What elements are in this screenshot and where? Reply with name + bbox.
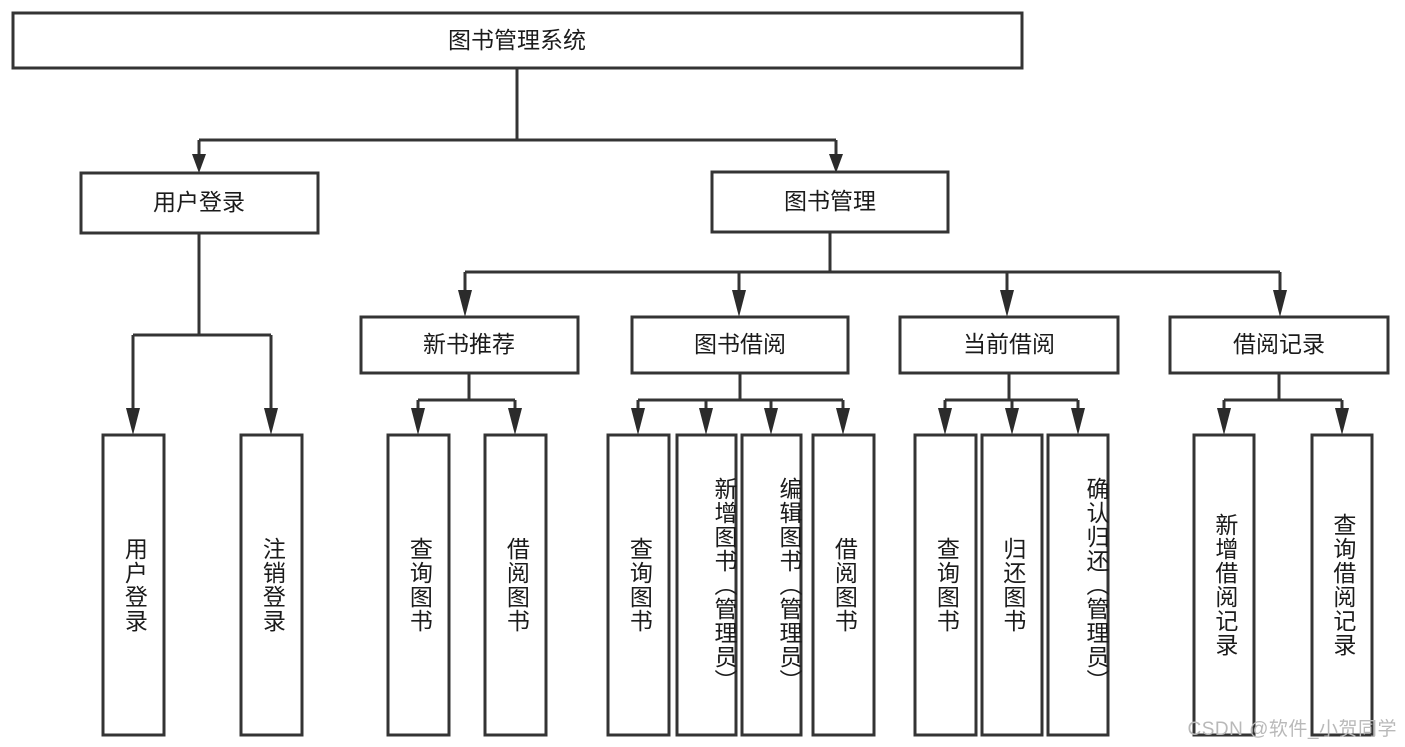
arrow-head-leaf-query-book-1 <box>411 408 425 435</box>
arrow-head-borrow-record <box>1273 290 1287 317</box>
node-current-borrow[interactable] <box>898 315 1120 375</box>
node-root[interactable] <box>11 11 1024 70</box>
arrow-head-leaf-edit-book <box>764 408 778 435</box>
node-leaf-return-book[interactable] <box>980 433 1044 737</box>
arrow-head-current-borrow <box>1000 290 1014 317</box>
arrow-head-leaf-confirm-return <box>1071 408 1085 435</box>
node-current-borrow-label: 当前借阅 <box>963 331 1055 357</box>
node-leaf-query-book-1[interactable] <box>386 433 451 737</box>
node-new-book-recommend[interactable] <box>359 315 580 375</box>
node-leaf-query-borrow-record[interactable] <box>1310 433 1374 737</box>
node-new-book-recommend-label: 新书推荐 <box>423 331 515 357</box>
node-root-label: 图书管理系统 <box>448 27 586 53</box>
node-boxes: 图书管理系统 用户登录 图书管理 新书推荐 图书借阅 当前借阅 借阅记录 <box>11 11 1390 737</box>
node-leaf-add-borrow-record[interactable] <box>1192 433 1256 737</box>
node-user-login-label: 用户登录 <box>153 189 245 215</box>
node-book-manage-label: 图书管理 <box>784 188 876 214</box>
node-book-borrow-label: 图书借阅 <box>694 331 786 357</box>
arrow-head-leaf-borrow-book-1 <box>508 408 522 435</box>
arrow-head-leaf-query-book-2 <box>631 408 645 435</box>
node-leaf-edit-book[interactable] <box>740 433 803 737</box>
arrow-head-leaf-return-book <box>1005 408 1019 435</box>
node-leaf-logout-login[interactable] <box>239 433 304 737</box>
node-leaf-query-book-3[interactable] <box>913 433 978 737</box>
arrow-head-leaf-query-borrow-record <box>1335 408 1349 435</box>
arrow-head-user-login <box>192 154 206 173</box>
node-leaf-borrow-book-1[interactable] <box>483 433 548 737</box>
arrow-head-leaf-borrow-book-2 <box>836 408 850 435</box>
arrow-head-leaf-logout-login <box>264 408 278 435</box>
arrow-head-leaf-add-borrow-record <box>1217 408 1231 435</box>
node-leaf-confirm-return[interactable] <box>1046 433 1110 737</box>
node-book-borrow[interactable] <box>630 315 850 375</box>
node-borrow-record[interactable] <box>1168 315 1390 375</box>
node-leaf-add-book[interactable] <box>675 433 738 737</box>
arrow-head-new-book-recommend <box>458 290 472 317</box>
arrow-head-book-manage <box>829 154 843 173</box>
watermark: CSDN @软件_小贺同学 <box>1187 719 1397 740</box>
arrow-head-leaf-add-book <box>699 408 713 435</box>
node-leaf-query-book-2[interactable] <box>606 433 671 737</box>
node-borrow-record-label: 借阅记录 <box>1233 331 1325 357</box>
node-user-login[interactable] <box>79 171 320 235</box>
node-leaf-borrow-book-2[interactable] <box>811 433 876 737</box>
arrow-heads <box>126 154 1349 435</box>
node-book-manage[interactable] <box>710 170 950 234</box>
node-leaf-user-login[interactable] <box>101 433 166 737</box>
arrow-head-book-borrow <box>732 290 746 317</box>
arrow-head-leaf-user-login <box>126 408 140 435</box>
arrow-head-leaf-query-book-3 <box>938 408 952 435</box>
